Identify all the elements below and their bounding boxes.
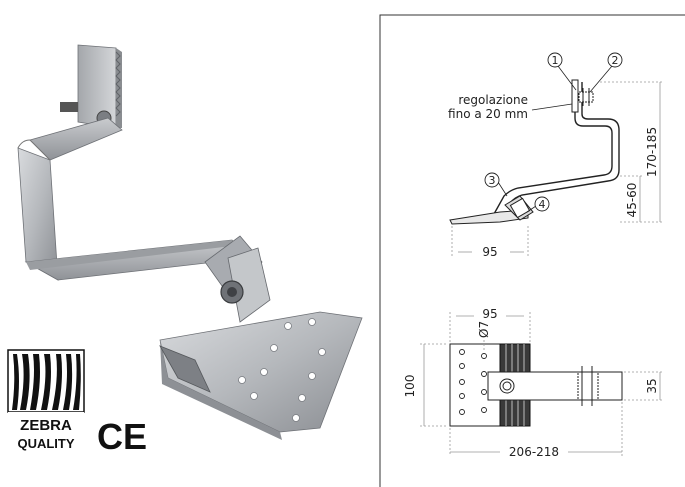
drawing-frame [379, 14, 685, 487]
svg-text:4: 4 [539, 198, 546, 211]
dim-base-height: 45-60 [625, 183, 639, 218]
logo-line2: QUALITY [17, 436, 74, 451]
top-dim-length: 206-218 [509, 445, 559, 459]
top-dim-hole: Ø7 [477, 321, 491, 338]
side-view [449, 65, 620, 225]
top-dim-width: 95 [482, 307, 497, 321]
svg-text:3: 3 [489, 174, 496, 187]
top-dim-arm-width: 35 [645, 378, 659, 393]
dim-base-width: 95 [482, 245, 497, 259]
svg-text:1: 1 [552, 54, 559, 67]
svg-text:2: 2 [612, 54, 619, 67]
zebra-quality-logo: ZEBRA QUALITY [7, 349, 85, 456]
side-dimension-lines [451, 81, 664, 256]
top-dim-height: 100 [403, 375, 417, 398]
ce-mark: CE [97, 416, 147, 457]
callout-1: 1 [547, 52, 563, 68]
callout-3: 3 [484, 172, 500, 188]
logo-line1: ZEBRA [20, 417, 72, 434]
adjustment-note-line2: fino a 20 mm [448, 107, 528, 121]
product-photo: ZEBRA QUALITY CE [7, 44, 363, 457]
top-dimension-lines [420, 312, 664, 456]
adjustment-note-line1: regolazione [458, 93, 528, 107]
top-view [449, 343, 623, 427]
dim-height: 170-185 [645, 127, 659, 177]
callout-4: 4 [534, 196, 550, 212]
callout-2: 2 [607, 52, 623, 68]
roof-hook-bracket [17, 44, 363, 440]
